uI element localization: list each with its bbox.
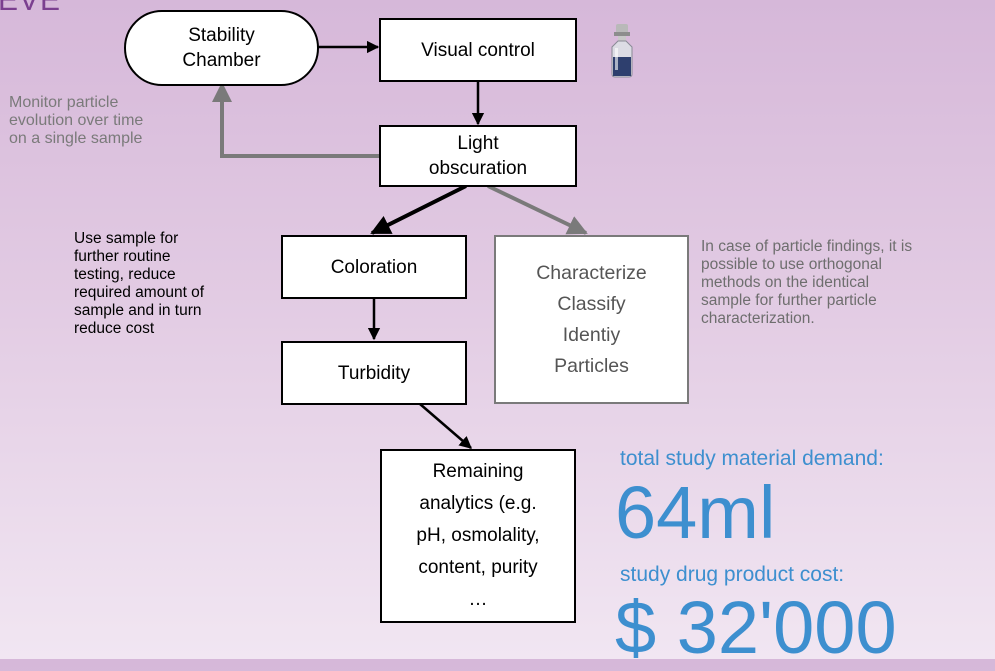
node-text: …: [468, 589, 488, 610]
node-text: Particles: [554, 354, 629, 377]
note-line: characterization.: [701, 310, 815, 327]
node-text: analytics (e.g.: [419, 493, 537, 514]
node-text: Characterize: [536, 261, 647, 284]
cost-value: $ 32'000: [615, 586, 897, 669]
node-turbidity: Turbidity: [281, 341, 467, 405]
node-text: obscuration: [428, 158, 528, 179]
note-line: In case of particle findings, it is: [701, 238, 913, 255]
material-demand-label: total study material demand:: [620, 447, 884, 470]
note-line: sample and in turn: [74, 302, 202, 319]
node-remaining-analytics: Remaining analytics (e.g. pH, osmolality…: [380, 449, 576, 623]
node-text: Identiy: [562, 323, 621, 346]
node-coloration: Coloration: [281, 235, 467, 299]
note-line: Use sample for: [74, 230, 179, 247]
node-stability-chamber: Stability Chamber: [124, 10, 319, 86]
node-text: pH, osmolality,: [416, 525, 540, 546]
arrow-light-to-chamber: [212, 82, 379, 158]
note-line: evolution over time: [9, 112, 144, 129]
node-text: Classify: [557, 292, 626, 315]
arrow-light-to-characterize: [487, 184, 588, 235]
node-text: Visual control: [421, 39, 535, 61]
note-particle-findings: In case of particle findings, it is poss…: [701, 238, 912, 328]
note-line: sample for further particle: [701, 292, 877, 309]
node-text: Stability: [188, 25, 255, 46]
arrow-turbidity-to-remaining: [419, 403, 472, 449]
header-title-fragment: EVE: [0, 0, 62, 17]
node-light-obscuration: Light obscuration: [379, 125, 577, 187]
note-line: on a single sample: [9, 130, 143, 147]
node-visual-control: Visual control: [379, 18, 577, 82]
note-use-sample: Use sample for further routine testing, …: [74, 230, 204, 338]
note-line: possible to use orthogonal: [701, 256, 882, 273]
note-monitor-particle: Monitor particle evolution over time on …: [9, 94, 143, 148]
vial-icon: [611, 24, 633, 78]
cost-label: study drug product cost:: [620, 563, 845, 586]
note-line: testing, reduce: [74, 266, 176, 283]
arrow-light-to-coloration: [370, 184, 467, 235]
node-text: Coloration: [330, 256, 418, 278]
material-demand-value: 64ml: [615, 471, 776, 554]
note-line: further routine: [74, 248, 171, 265]
note-line: methods on the identical: [701, 274, 870, 291]
note-line: reduce cost: [74, 320, 155, 337]
node-text: Remaining: [432, 461, 524, 482]
node-characterize: Characterize Classify Identiy Particles: [494, 235, 689, 404]
node-text: Turbidity: [337, 362, 411, 384]
note-line: Monitor particle: [9, 94, 119, 111]
note-line: required amount of: [74, 284, 205, 301]
node-text: Light: [457, 133, 499, 154]
node-text: Chamber: [182, 50, 261, 71]
node-text: content, purity: [418, 557, 538, 578]
